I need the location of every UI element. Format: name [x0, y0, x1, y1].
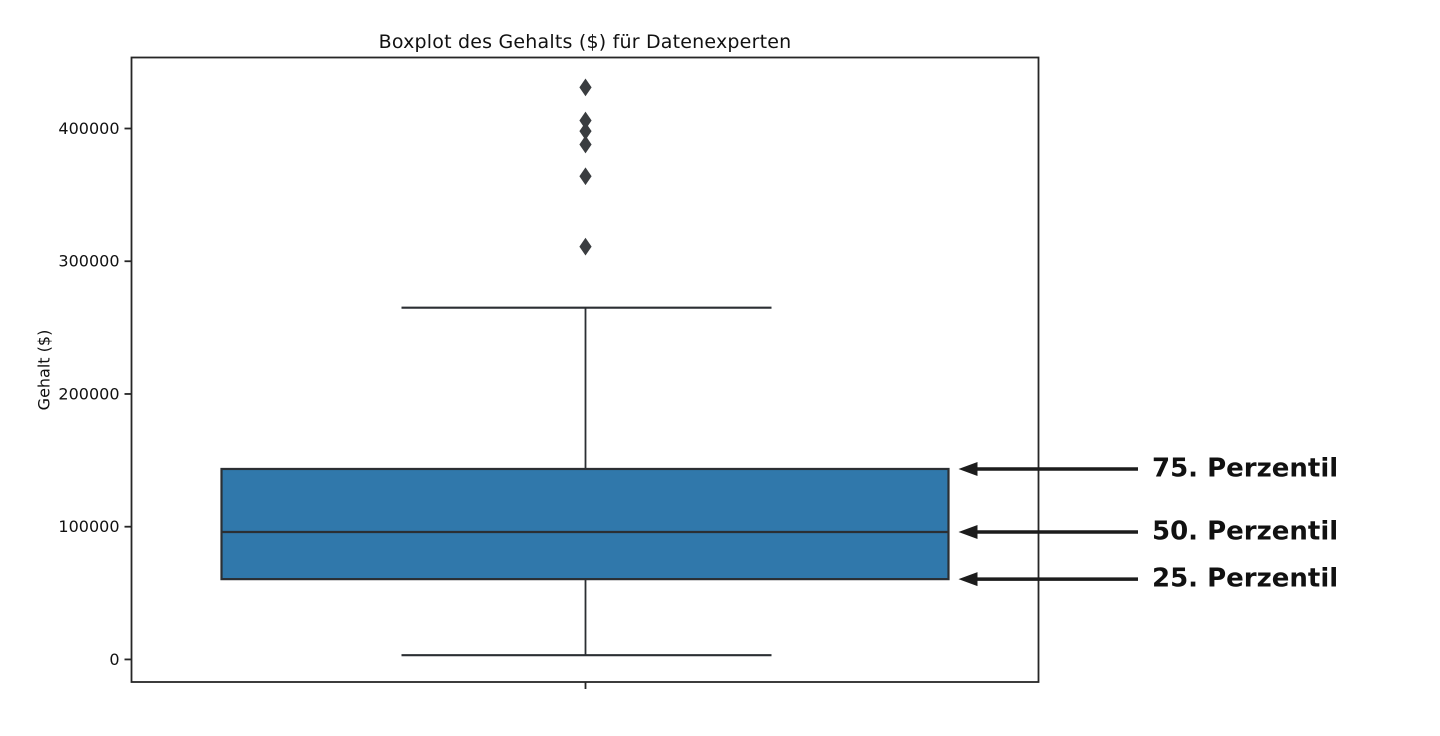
annotation-label: 50. Perzentil [1152, 516, 1339, 547]
y-tick-label: 0 [109, 650, 119, 669]
y-tick-label: 300000 [58, 252, 119, 271]
outlier-diamond [579, 111, 592, 130]
annotation-arrowhead [958, 525, 978, 540]
outlier-diamond [579, 78, 592, 97]
outlier-diamond [579, 122, 592, 141]
iqr-box [220, 467, 950, 581]
outlier-diamond [579, 167, 592, 186]
annotation-label: 75. Perzentil [1152, 453, 1339, 484]
annotation-label: 25. Perzentil [1152, 563, 1339, 594]
outlier-diamond [579, 237, 592, 256]
annotation-arrowhead [958, 461, 978, 476]
chart-title: Boxplot des Gehalts ($) für Datenexperte… [378, 31, 792, 53]
y-tick-label: 200000 [58, 384, 119, 403]
annotation-arrowhead [958, 572, 978, 587]
outlier-diamond [579, 135, 592, 154]
y-tick-label: 400000 [58, 119, 119, 138]
y-tick-label: 100000 [58, 517, 119, 536]
